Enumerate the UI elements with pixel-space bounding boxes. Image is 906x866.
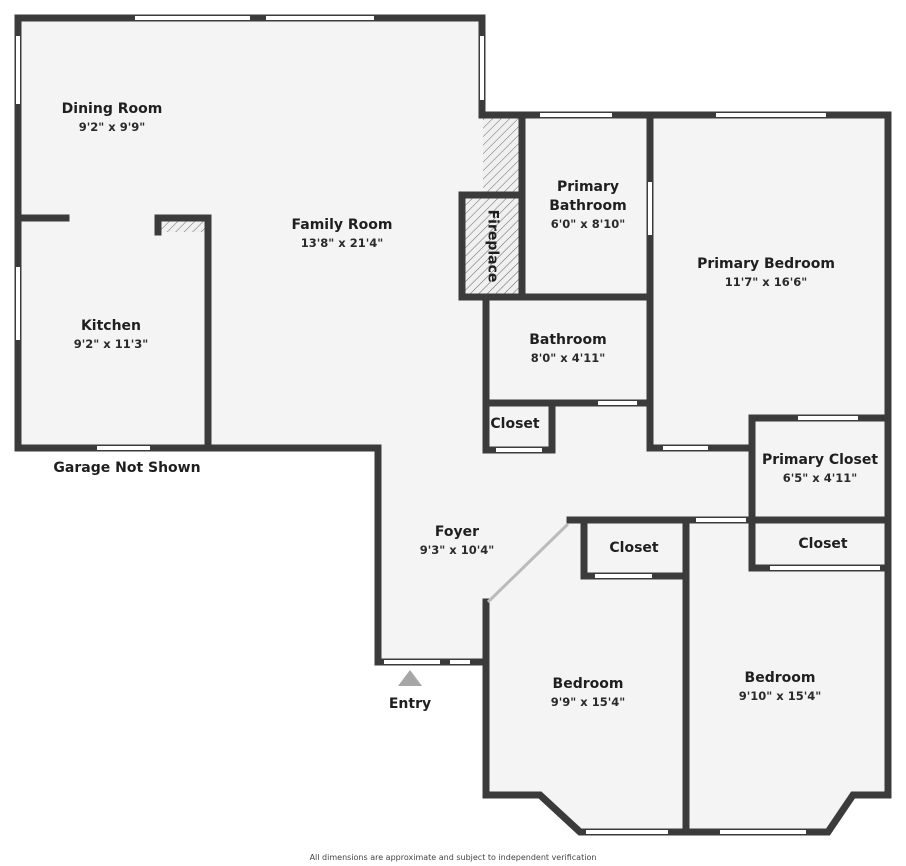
room-name: Family Room: [291, 217, 393, 233]
room-name: Kitchen: [80, 318, 142, 334]
room-bedroom: Bedroom 9'9" x 15'4": [551, 675, 625, 710]
room-dimensions: 9'2" x 11'3": [73, 337, 149, 351]
room-dimensions: 9'9" x 15'4": [550, 695, 626, 709]
room-name: Closet: [490, 416, 540, 432]
room-name: Primary Bedroom: [697, 256, 835, 272]
room-dimensions: 9'3" x 10'4": [419, 543, 495, 557]
room-name: Bathroom: [529, 332, 607, 348]
fireplace-hatch: [463, 196, 522, 297]
room-foyer: Foyer 9'3" x 10'4": [420, 523, 494, 558]
room-kitchen: Kitchen 9'2" x 11'3": [74, 317, 148, 352]
floor-area: [18, 18, 888, 832]
room-dimensions: 9'2" x 9'9": [78, 120, 146, 134]
room-bathroom: Bathroom 8'0" x 4'11": [529, 331, 607, 366]
open-diagonal: [486, 522, 570, 604]
room-primary-closet: Primary Closet 6'5" x 4'11": [762, 451, 878, 486]
room-name: Bedroom: [552, 676, 624, 692]
room-closet: Closet: [609, 539, 658, 558]
fireplace-label: Fireplace: [484, 209, 501, 283]
room-name: Primary Bathroom: [549, 179, 627, 214]
room-name: Foyer: [434, 524, 480, 540]
entry-arrow-icon: [398, 670, 422, 686]
room-closet: Closet: [490, 415, 539, 434]
room-name: Primary Closet: [761, 452, 879, 468]
room-primary-bathroom: Primary Bathroom 6'0" x 8'10": [538, 178, 638, 232]
room-closet: Closet: [798, 535, 847, 554]
room-bedroom: Bedroom 9'10" x 15'4": [739, 669, 821, 704]
disclaimer: All dimensions are approximate and subje…: [309, 853, 597, 862]
kitchen-counter-hatch: [160, 220, 206, 232]
room-family: Family Room 13'8" x 21'4": [292, 216, 393, 251]
room-dimensions: 6'5" x 4'11": [782, 471, 858, 485]
room-name: Closet: [798, 536, 848, 552]
chimney-hatch: [483, 118, 522, 195]
windows: [16, 16, 880, 834]
room-dimensions: 9'10" x 15'4": [738, 689, 822, 703]
garage-note: Garage Not Shown: [53, 460, 201, 476]
room-dimensions: 8'0" x 4'11": [530, 351, 606, 365]
room-primary-bedroom: Primary Bedroom 11'7" x 16'6": [697, 255, 835, 290]
room-dimensions: 11'7" x 16'6": [724, 275, 808, 289]
room-name: Bedroom: [744, 670, 816, 686]
entry-label: Entry: [388, 696, 432, 712]
room-name: Dining Room: [61, 101, 163, 117]
room-name: Closet: [609, 540, 659, 556]
room-dining: Dining Room 9'2" x 9'9": [62, 100, 163, 135]
room-dimensions: 13'8" x 21'4": [300, 236, 384, 250]
room-dimensions: 6'0" x 8'10": [550, 217, 626, 231]
